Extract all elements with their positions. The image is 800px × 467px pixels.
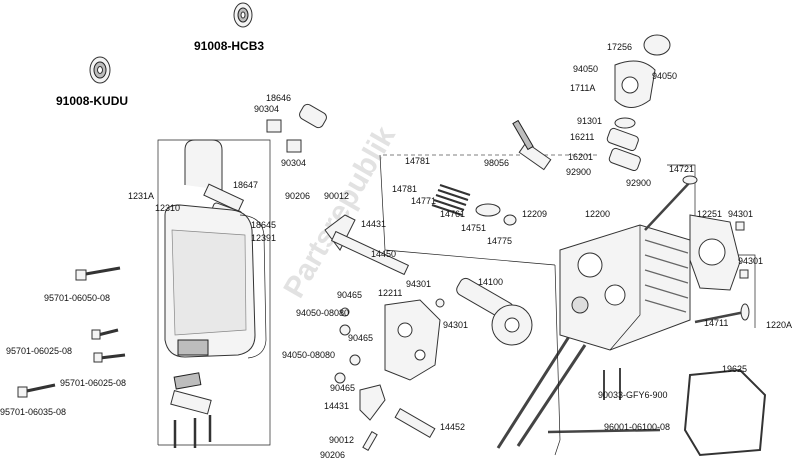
bearing-kudu-drawing xyxy=(89,56,111,84)
intake-manifold-drawing xyxy=(606,34,671,172)
spark-plug-drawing xyxy=(512,119,552,171)
bearing-hcb3-drawing xyxy=(233,2,253,28)
label-98056: 98056 xyxy=(484,158,509,168)
label-12391: 12391 xyxy=(251,233,276,243)
breather-pipe-drawing xyxy=(184,139,245,212)
label-19625: 19625 xyxy=(722,364,747,374)
label-14771: 14771 xyxy=(411,196,436,206)
head-cover-drawing xyxy=(164,204,256,358)
label-90206a: 90206 xyxy=(285,191,310,201)
label-90033: 90033-GFY6-900 xyxy=(598,390,668,400)
label-14781b: 14781 xyxy=(392,184,417,194)
label-90012b: 90012 xyxy=(329,435,354,445)
label-14721: 14721 xyxy=(669,164,694,174)
label-94050a: 94050 xyxy=(573,64,598,74)
cylinder-head-drawing xyxy=(559,224,691,351)
label-95701-06035: 95701-06035-08 xyxy=(0,407,66,417)
label-1711A: 1711A xyxy=(570,83,595,93)
label-14775: 14775 xyxy=(487,236,512,246)
label-14450: 14450 xyxy=(371,249,396,259)
label-14711: 14711 xyxy=(704,318,728,328)
label-96001: 96001-06100-08 xyxy=(604,422,670,432)
label-14431a: 14431 xyxy=(361,219,386,229)
label-90465a: 90465 xyxy=(337,290,362,300)
label-92900b: 92900 xyxy=(626,178,651,188)
label-12251: 12251 xyxy=(697,209,722,219)
label-90206b: 90206 xyxy=(320,450,345,460)
label-12211: 12211 xyxy=(378,288,402,298)
label-14781a: 14781 xyxy=(405,156,430,166)
label-90465b: 90465 xyxy=(348,333,373,343)
camshaft-drawing xyxy=(456,277,533,346)
label-94301d: 94301 xyxy=(443,320,468,330)
label-1231A: 1231A xyxy=(128,191,154,201)
label-12209: 12209 xyxy=(522,209,547,219)
label-16211: 16211 xyxy=(570,132,594,142)
label-91301: 91301 xyxy=(577,116,602,126)
valve-spring-drawing xyxy=(431,184,517,226)
label-14100: 14100 xyxy=(478,277,503,287)
label-95701-06025b: 95701-06025-08 xyxy=(60,378,126,388)
label-94050b: 94050 xyxy=(652,71,677,81)
label-14761: 14761 xyxy=(440,209,465,219)
label-bearing-hcb3: 91008-HCB3 xyxy=(194,39,264,53)
label-95701-06050: 95701-06050-08 xyxy=(44,293,110,303)
label-14431b: 14431 xyxy=(324,401,349,411)
label-1220A: 1220A xyxy=(766,320,792,330)
label-94301a: 94301 xyxy=(728,209,753,219)
label-90465c: 90465 xyxy=(330,383,355,393)
label-92900a: 92900 xyxy=(566,167,591,177)
label-94050-08080b: 94050-08080 xyxy=(282,350,335,360)
rocker-holder-drawing xyxy=(384,299,441,381)
part-labels: 18646 90304 90304 18647 18645 1231A 1231… xyxy=(0,42,792,460)
label-90304b: 90304 xyxy=(281,158,306,168)
studs-drawing xyxy=(496,334,661,449)
left-bolts-drawing xyxy=(17,266,212,448)
label-14751: 14751 xyxy=(461,223,486,233)
label-94301b: 94301 xyxy=(738,256,763,266)
label-16201: 16201 xyxy=(568,152,593,162)
label-18645: 18645 xyxy=(251,220,276,230)
label-18647: 18647 xyxy=(233,180,258,190)
label-14452: 14452 xyxy=(440,422,465,432)
label-12310: 12310 xyxy=(155,203,180,213)
label-12200: 12200 xyxy=(585,209,610,219)
label-94050-08080a: 94050-08080 xyxy=(296,308,349,318)
label-18646: 18646 xyxy=(266,93,291,103)
label-bearing-kudu: 91008-KUDU xyxy=(56,94,128,108)
label-95701-06025a: 95701-06025-08 xyxy=(6,346,72,356)
label-94301c: 94301 xyxy=(406,279,431,289)
label-90304a: 90304 xyxy=(254,104,279,114)
label-17256: 17256 xyxy=(607,42,632,52)
label-90012a: 90012 xyxy=(324,191,349,201)
